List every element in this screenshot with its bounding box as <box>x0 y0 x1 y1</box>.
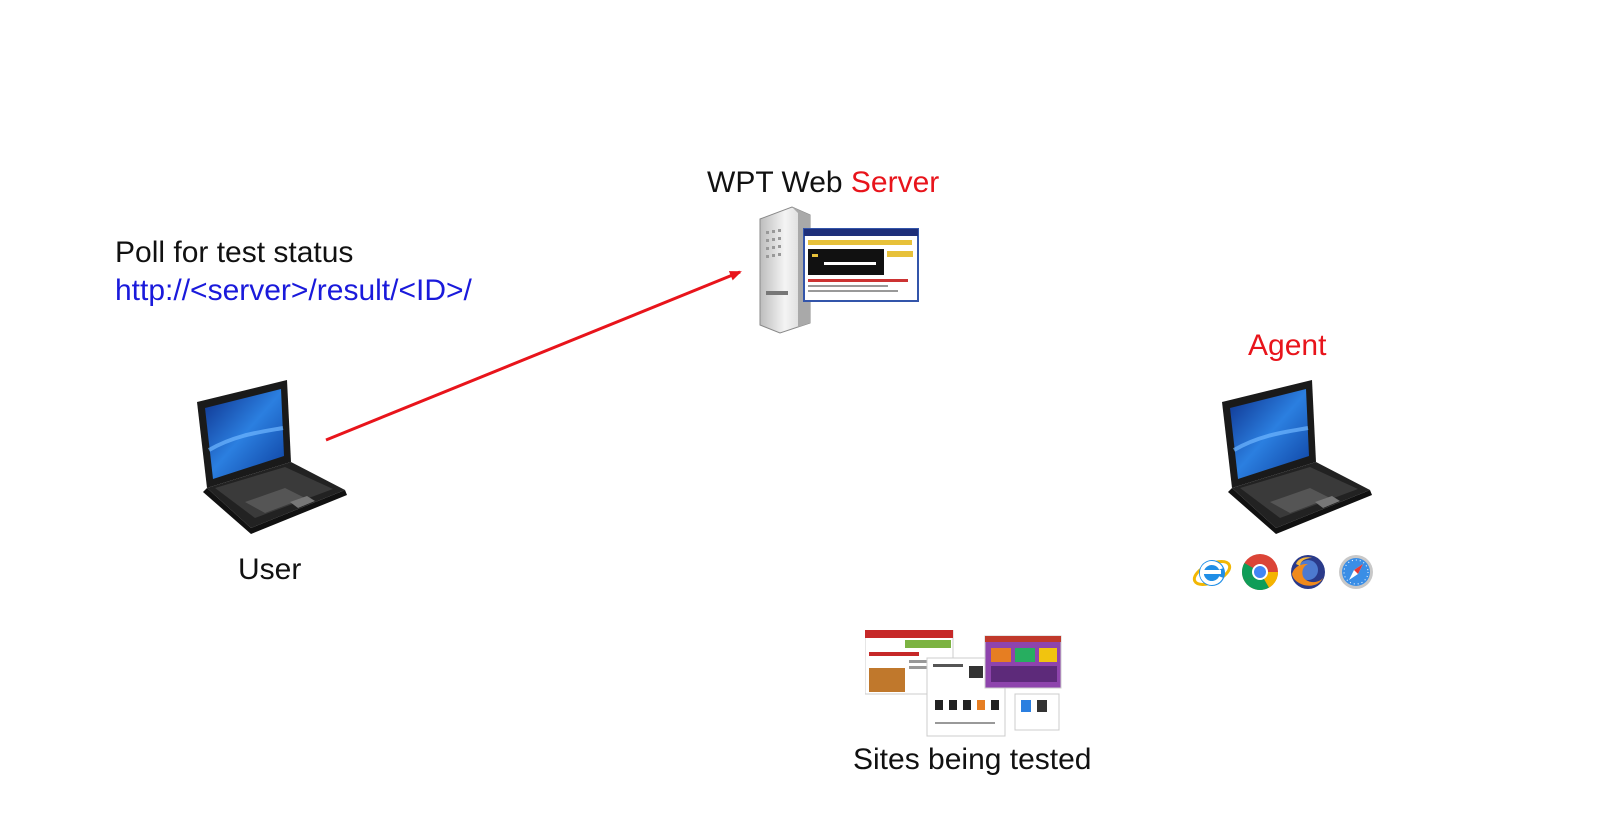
poll-status-label: Poll for test status <box>115 236 354 269</box>
poll-url: http://<server>/result/<ID>/ <box>115 274 472 307</box>
chrome-icon <box>1241 554 1278 591</box>
browser-icons <box>1192 552 1376 592</box>
tested-sites-thumbnails <box>865 630 1062 737</box>
server-label-prefix: WPT Web <box>707 166 851 199</box>
server-label: WPT Web Server <box>707 168 939 198</box>
firefox-icon <box>1291 555 1325 589</box>
user-label: User <box>238 553 302 586</box>
web-server-icon <box>759 206 919 334</box>
safari-icon <box>1339 555 1373 589</box>
internet-explorer-icon <box>1192 560 1232 586</box>
sites-label: Sites being tested <box>853 743 1092 776</box>
agent-label: Agent <box>1248 329 1327 362</box>
agent-laptop-icon <box>1222 380 1372 534</box>
server-label-highlight: Server <box>850 166 940 199</box>
user-laptop-icon <box>197 380 347 534</box>
